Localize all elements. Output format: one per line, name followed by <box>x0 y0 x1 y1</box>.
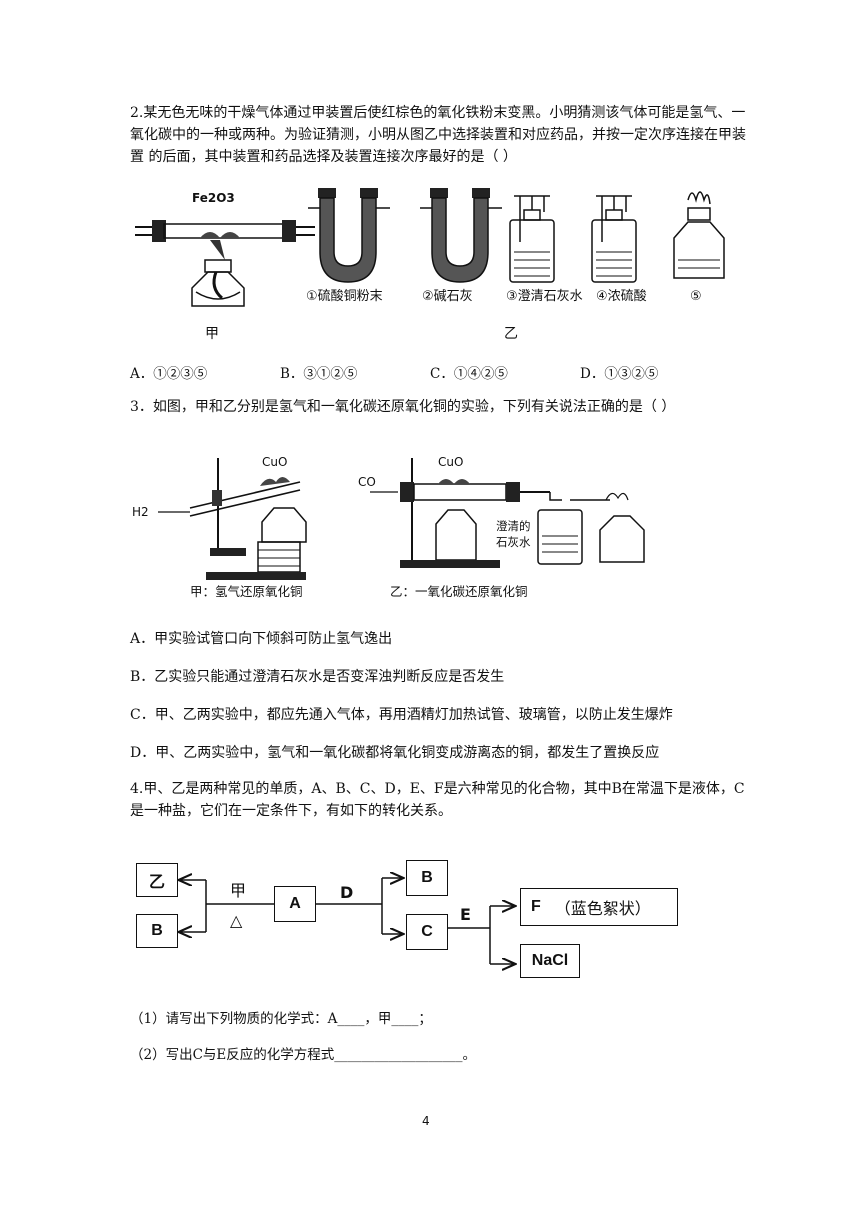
q3-option-d[interactable]: D．甲、乙两实验中，氢气和一氧化碳都将氧化铜变成游离态的铜，都发生了置换反应 <box>130 745 660 761</box>
arrow-label-e: E <box>460 905 471 924</box>
q3-yi-apparatus: CuO CO 澄清的 石灰水 <box>358 455 645 568</box>
q2-option-c[interactable]: C．①④②⑤ <box>430 366 508 382</box>
label-3: ③澄清石灰水 <box>506 289 583 304</box>
limewater-line2: 石灰水 <box>496 535 531 549</box>
q2-apparatus-figure: Fe2O3 甲 ①硫酸铜粉末 ②碱石灰 ③澄清石灰水 ④浓硫 <box>135 188 725 342</box>
wash-bottle-3 <box>509 195 555 283</box>
arrow-label-jia: 甲 <box>230 881 246 900</box>
arrow-label-d: D <box>340 883 353 902</box>
q3-apparatus-figure: CuO H2 甲：氢气还原氧化铜 CuO CO 澄清的 石灰水 乙：一氧化碳还原… <box>132 455 645 599</box>
arrow-label-heat: △ <box>230 911 243 930</box>
alcohol-lamp-5 <box>673 191 725 279</box>
box-a: A <box>274 886 316 922</box>
u-tube-2 <box>420 188 502 283</box>
q2-stem: 2.某无色无味的干燥气体通过甲装置后使红棕色的氧化铁粉末变黑。小明猜测该气体可能… <box>130 105 746 165</box>
box-yi: 乙 <box>136 863 178 897</box>
label-5: ⑤ <box>690 289 702 304</box>
box-b-right: B <box>406 860 448 896</box>
q3-option-c[interactable]: C．甲、乙两实验中，都应先通入气体，再用酒精灯加热试管、玻璃管，以防止发生爆炸 <box>130 707 673 723</box>
yi-label: 乙 <box>504 326 518 342</box>
fe2o3-label: Fe2O3 <box>192 191 235 205</box>
co-label: CO <box>358 475 376 489</box>
jia-label: 甲 <box>205 326 219 342</box>
caption-jia: 甲：氢气还原氧化铜 <box>190 584 303 599</box>
wash-bottle-4 <box>591 195 637 283</box>
label-4: ④浓硫酸 <box>596 289 647 304</box>
box-f-letter: F <box>531 898 541 915</box>
box-c: C <box>406 914 448 950</box>
q4-sub1: （1）请写出下列物质的化学式：A____，甲____； <box>130 1011 432 1027</box>
box-f-note: （蓝色絮状） <box>554 901 651 918</box>
page-number: 4 <box>422 1114 430 1128</box>
cuo-label-yi: CuO <box>438 455 463 469</box>
q2-option-a[interactable]: A．①②③⑤ <box>130 366 208 382</box>
cuo-label-jia: CuO <box>262 455 287 469</box>
q2-option-b[interactable]: B．③①②⑤ <box>280 366 358 382</box>
q3-option-b[interactable]: B．乙实验只能通过澄清石灰水是否变浑浊判断反应是否发生 <box>130 669 505 685</box>
u-tube-1 <box>308 188 390 283</box>
label-2: ②碱石灰 <box>422 289 473 304</box>
q4-sub2: （2）写出C与E反应的化学方程式___________________。 <box>130 1047 477 1063</box>
q3-stem: 3．如图，甲和乙分别是氢气和一氧化碳还原氧化铜的实验，下列有关说法正确的是（ ） <box>130 399 676 415</box>
q3-jia-apparatus: CuO H2 <box>132 455 307 580</box>
box-b-left: B <box>136 914 178 948</box>
box-f: F （蓝色絮状） <box>520 888 678 926</box>
q3-option-a[interactable]: A．甲实验试管口向下倾斜可防止氢气逸出 <box>130 631 393 647</box>
h2-label: H2 <box>132 505 149 519</box>
q4-stem: 4.甲、乙是两种常见的单质，A、B、C、D，E、F是六种常见的化合物，其中B在常… <box>130 781 745 819</box>
caption-yi: 乙：一氧化碳还原氧化铜 <box>390 584 528 599</box>
box-nacl: NaCl <box>520 944 580 978</box>
limewater-line1: 澄清的 <box>496 519 531 533</box>
label-1: ①硫酸铜粉末 <box>306 289 383 304</box>
q2-jia-apparatus: Fe2O3 甲 <box>135 191 315 342</box>
q2-option-d[interactable]: D．①③②⑤ <box>580 366 659 382</box>
